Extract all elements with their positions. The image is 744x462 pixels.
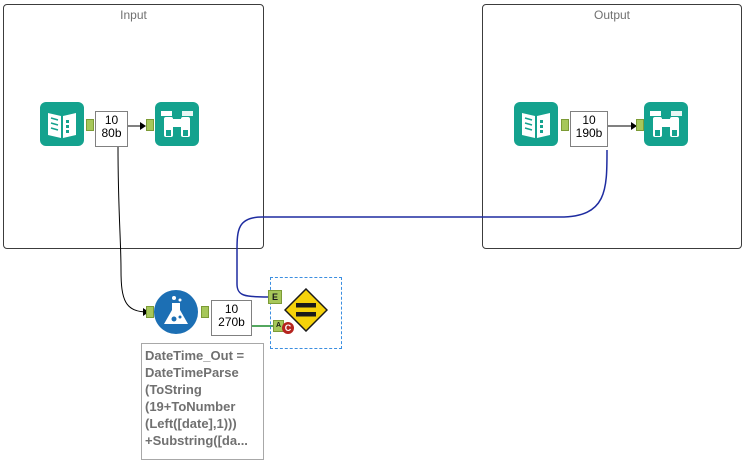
record-count-formula-records: 10 — [224, 302, 239, 316]
input-anchor-browse1[interactable] — [146, 119, 154, 131]
browse-tool-2[interactable] — [644, 102, 688, 146]
record-count-formula: 10 270b — [211, 300, 252, 336]
input-container-title: Input — [120, 8, 147, 22]
test-equals-sign-icon — [283, 287, 329, 333]
record-count-input-size: 80b — [101, 126, 122, 140]
record-count-input: 10 80b — [95, 111, 128, 147]
test-expected-anchor-label: E — [271, 292, 278, 302]
annotation-line: (ToString — [145, 382, 202, 397]
input-anchor-formula[interactable] — [146, 306, 154, 318]
test-tool-selection-box — [270, 277, 342, 349]
formula-annotation: DateTime_Out = DateTimeParse (ToString (… — [141, 343, 264, 460]
test-actual-anchor-label: A — [275, 322, 282, 329]
output-container-title: Output — [593, 8, 631, 22]
input-data-book-icon — [40, 102, 84, 146]
input-data-tool-2[interactable] — [514, 102, 558, 146]
output-anchor-formula[interactable] — [201, 306, 209, 318]
output-anchor-input2[interactable] — [561, 119, 569, 131]
record-count-output: 10 190b — [570, 111, 608, 147]
formula-flask-icon — [154, 290, 198, 334]
input-anchor-browse2[interactable] — [636, 119, 644, 131]
test-error-badge: C — [282, 322, 294, 334]
annotation-line: (19+ToNumber — [145, 399, 236, 414]
test-tool[interactable] — [283, 287, 329, 333]
record-count-output-records: 10 — [582, 113, 596, 127]
test-expected-anchor[interactable]: E — [268, 290, 282, 304]
formula-tool[interactable] — [154, 290, 198, 334]
annotation-line: DateTime_Out = — [145, 348, 245, 363]
input-data-tool-1[interactable] — [40, 102, 84, 146]
annotation-line: DateTimeParse — [145, 365, 239, 380]
browse-binoculars-icon — [155, 102, 199, 146]
record-count-output-size: 190b — [575, 126, 603, 140]
annotation-line: (Left([date],1))) — [145, 416, 237, 431]
output-anchor-input1[interactable] — [86, 119, 94, 131]
record-count-input-records: 10 — [104, 113, 119, 127]
input-data-book-icon — [514, 102, 558, 146]
record-count-formula-size: 270b — [218, 315, 245, 329]
test-error-badge-label: C — [284, 323, 292, 333]
annotation-line: +Substring([da... — [145, 433, 248, 448]
browse-tool-1[interactable] — [155, 102, 199, 146]
browse-binoculars-icon — [644, 102, 688, 146]
